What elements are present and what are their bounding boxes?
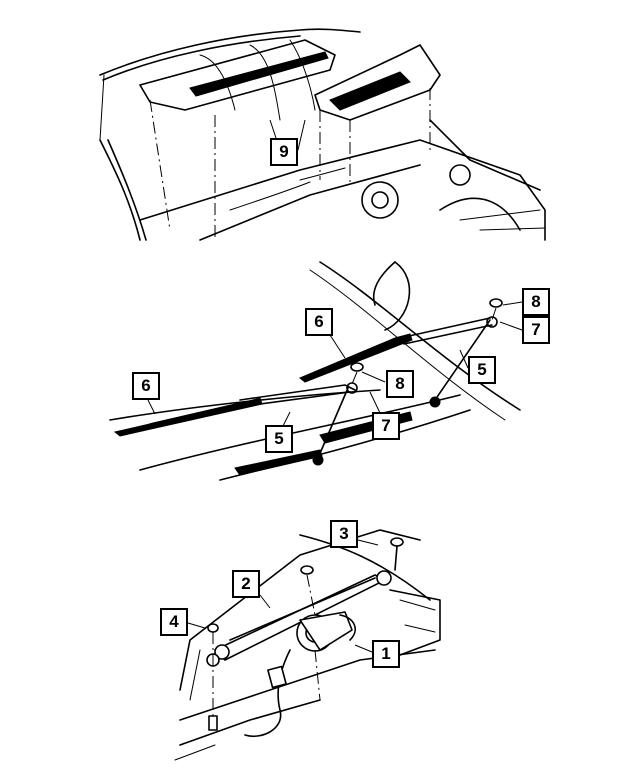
- wiper-blade-right: [299, 333, 413, 383]
- cowl-plenum: [139, 139, 546, 241]
- bolt-center: [300, 565, 314, 575]
- wiper-view: [109, 261, 523, 481]
- nut-left: [207, 623, 219, 633]
- callout-5: 5: [265, 425, 293, 453]
- bolt-right: [390, 537, 404, 547]
- callout-1: 1: [372, 640, 400, 668]
- pivot-right: [376, 570, 392, 586]
- fender-outline: [99, 139, 141, 241]
- cowl-vent-grille-left: [234, 449, 323, 476]
- callout-7: 7: [522, 316, 550, 344]
- cowl-panel-left-vent: [189, 51, 329, 97]
- callout-4: 4: [160, 608, 188, 636]
- callout-6: 6: [305, 308, 333, 336]
- linkage-view: [174, 529, 441, 761]
- callout-8: 8: [386, 370, 414, 398]
- callout-8: 8: [522, 288, 550, 316]
- cowl-view: [99, 28, 546, 241]
- nut-cap-left: [350, 362, 364, 372]
- windshield-edge: [319, 261, 521, 411]
- callout-9: 9: [270, 138, 298, 166]
- hood-outline: [99, 28, 361, 76]
- callout-3: 3: [330, 520, 358, 548]
- pivot-left: [214, 644, 230, 660]
- callout-5: 5: [468, 356, 496, 384]
- wiper-arm-right: [399, 317, 491, 339]
- callout-7: 7: [372, 412, 400, 440]
- callout-6: 6: [132, 372, 160, 400]
- wiper-arm-left: [239, 384, 356, 401]
- callout-2: 2: [232, 570, 260, 598]
- cowl-structure: [179, 529, 421, 691]
- nut-cap-right: [489, 298, 503, 308]
- cowl-panel-right-vent: [329, 71, 411, 111]
- wiring-harness: [244, 649, 291, 737]
